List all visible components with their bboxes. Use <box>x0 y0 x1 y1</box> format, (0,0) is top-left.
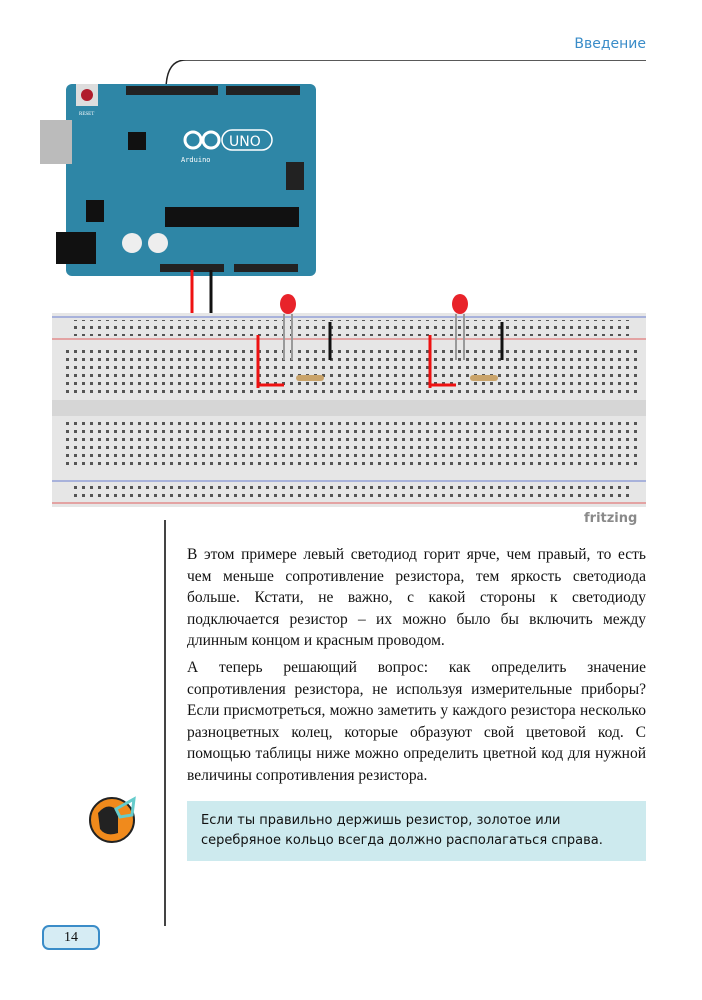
brand-label: Arduino <box>181 156 211 164</box>
section-title: Введение <box>574 36 646 52</box>
breadboard <box>52 313 646 507</box>
paragraph: В этом примере левый светодиод горит ярч… <box>187 546 646 650</box>
uno-label: UNO <box>229 134 261 150</box>
text-column: В этом примере левый светодиод горит ярч… <box>187 544 646 861</box>
body-text: В этом примере левый светодиод горит ярч… <box>187 544 646 787</box>
tip-callout: Если ты правильно держишь резистор, золо… <box>187 800 646 861</box>
led-left <box>280 294 296 314</box>
page-number: 14 <box>42 925 100 950</box>
fritzing-credit: fritzing <box>584 511 638 526</box>
paragraph: А теперь решающий вопрос: как определить… <box>187 658 646 784</box>
circuit-figure: RESET UNO Arduino <box>40 60 646 507</box>
led-right <box>452 294 468 314</box>
arduino-board: RESET UNO Arduino <box>40 84 316 276</box>
mascot-icon <box>89 796 136 843</box>
reset-label: RESET <box>79 112 94 117</box>
margin-rule <box>164 520 166 926</box>
